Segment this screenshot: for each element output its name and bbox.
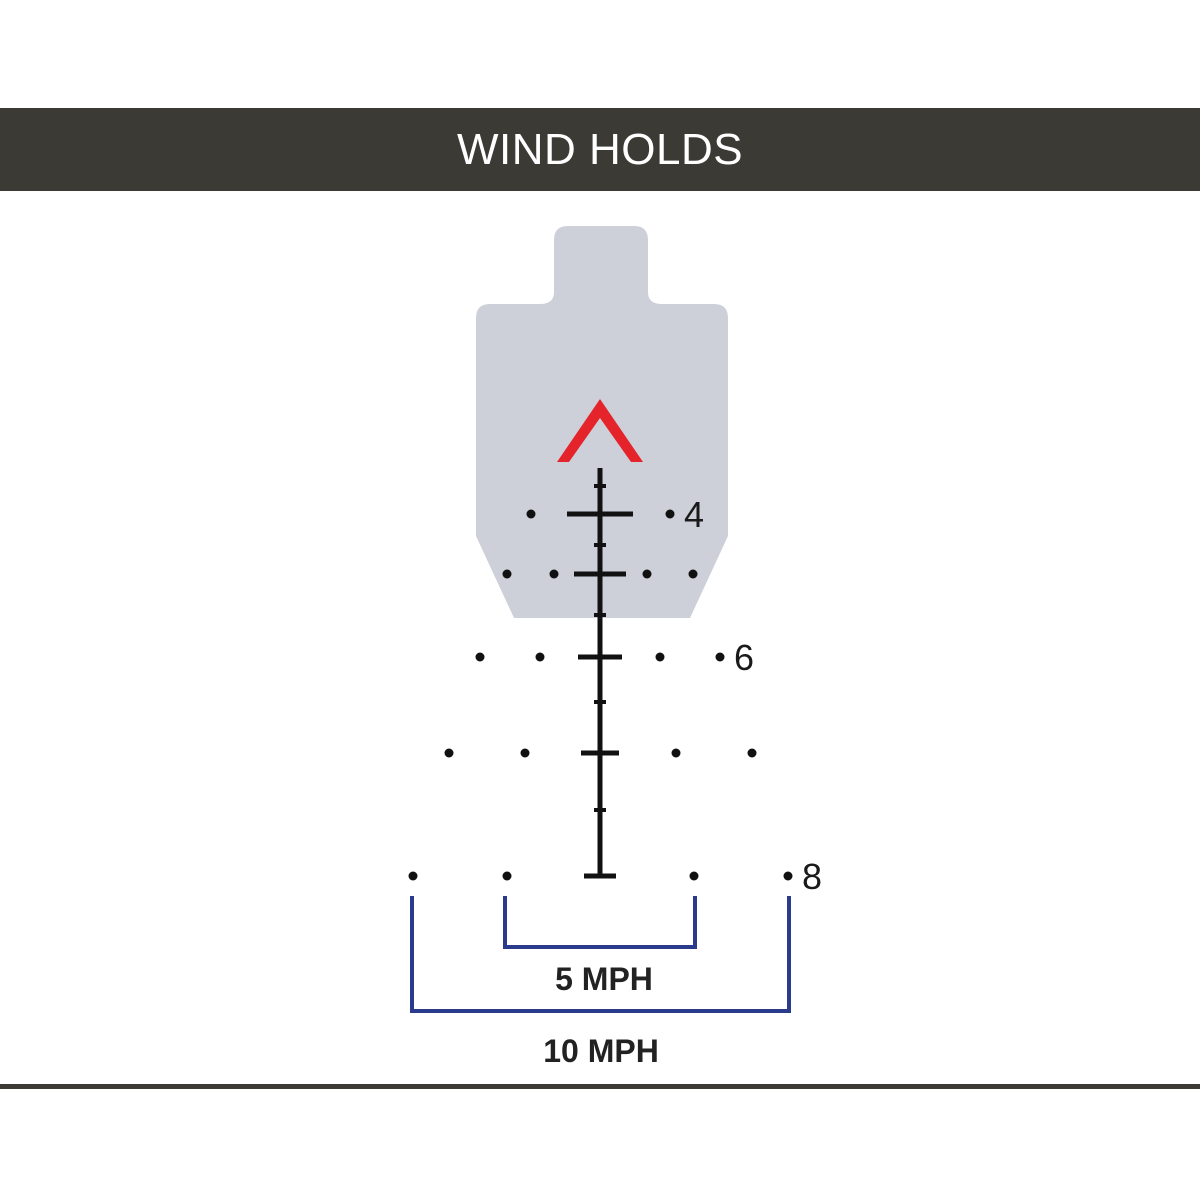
hold-dot xyxy=(783,871,793,881)
hold-dot xyxy=(444,748,454,758)
hold-dot xyxy=(526,509,536,519)
hold-dot xyxy=(747,748,757,758)
hold-dot xyxy=(502,569,512,579)
hold-dot xyxy=(642,569,652,579)
hold-dot xyxy=(475,652,485,662)
label-10-mph: 10 MPH xyxy=(543,1033,659,1069)
range-label-4: 4 xyxy=(684,494,704,535)
page-title: WIND HOLDS xyxy=(456,124,744,174)
hold-dot xyxy=(535,652,545,662)
chevron-aim-point xyxy=(557,399,643,462)
hold-dot xyxy=(665,509,675,519)
hold-dot xyxy=(671,748,681,758)
bracket-10-mph xyxy=(410,896,791,1013)
hold-dot xyxy=(688,569,698,579)
hold-dot xyxy=(408,871,418,881)
hold-dot xyxy=(689,871,699,881)
label-5-mph: 5 MPH xyxy=(555,961,653,997)
bottom-divider xyxy=(0,1084,1200,1089)
hold-dot xyxy=(502,871,512,881)
bracket-5-mph xyxy=(503,896,697,949)
range-label-6: 6 xyxy=(734,637,754,678)
hold-dot xyxy=(715,652,725,662)
silhouette-target xyxy=(476,226,728,618)
range-label-8: 8 xyxy=(802,856,822,897)
hold-dot xyxy=(520,748,530,758)
stem-major-hashes xyxy=(567,511,633,879)
stem-minor-ticks xyxy=(594,484,606,812)
wind-hold-dots xyxy=(408,509,793,881)
header-bar: WIND HOLDS xyxy=(0,108,1200,191)
hold-dot xyxy=(655,652,665,662)
hold-dot xyxy=(549,569,559,579)
